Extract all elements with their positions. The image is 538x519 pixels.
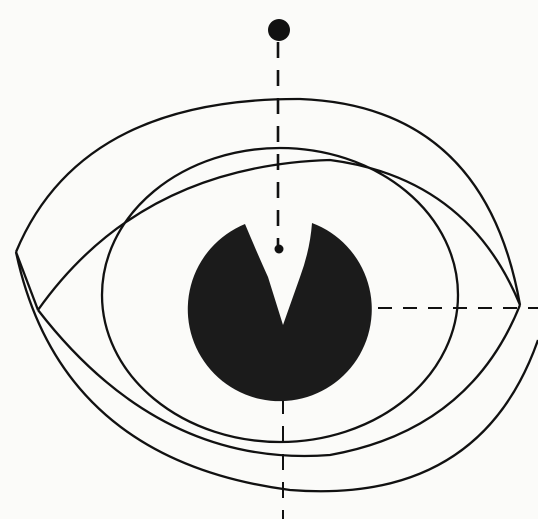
top-marker-dot [268,19,290,41]
left-corner-link [16,252,38,310]
pupil-center-dot [275,245,284,254]
upper-eyelid-fold-arc [16,99,520,305]
